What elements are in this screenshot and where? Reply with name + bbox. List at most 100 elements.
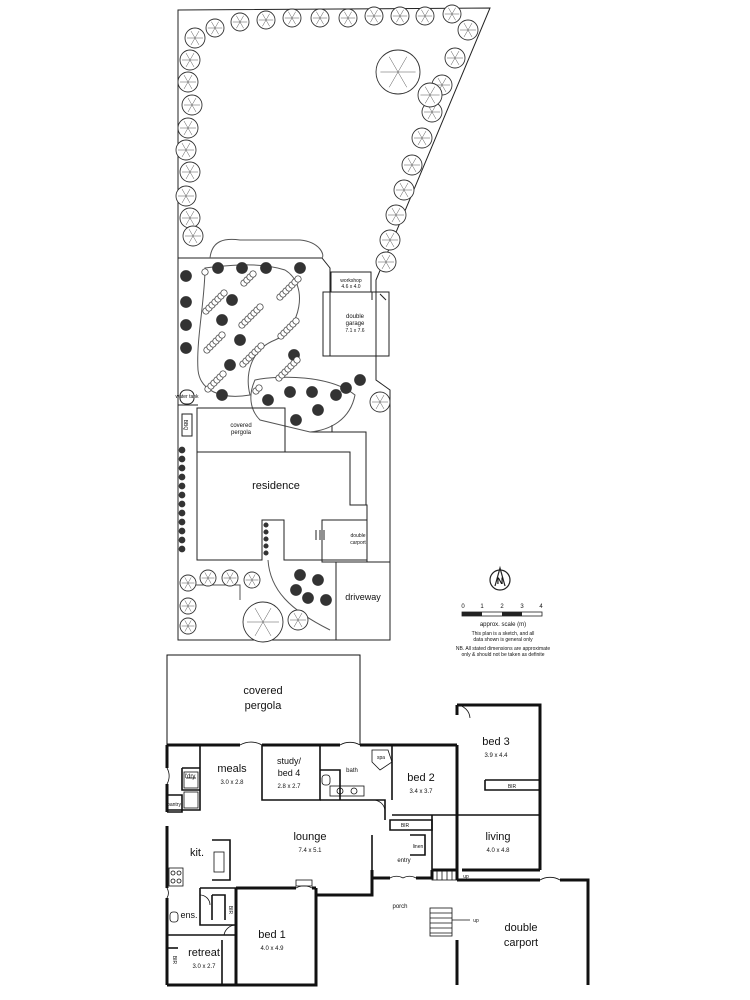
tree-icon xyxy=(310,8,330,28)
site-pergola-label-1: covered xyxy=(230,423,251,429)
garden-bed-outline xyxy=(197,264,300,397)
spa-icon xyxy=(371,749,393,771)
site-pergola-label-2: pergola xyxy=(231,430,252,436)
site-carport-label-2: carport xyxy=(350,540,366,546)
dark-shrub-icon xyxy=(178,536,186,544)
shrub-icon xyxy=(218,331,226,339)
spa-label: spa xyxy=(377,755,385,761)
shrub-icon xyxy=(294,275,302,283)
tree-icon xyxy=(379,229,401,251)
dark-shrub-icon xyxy=(284,386,296,398)
living-label: living xyxy=(485,831,510,843)
retreat-label: retreat xyxy=(188,947,220,959)
porch-steps xyxy=(429,907,470,937)
scale-tick-0: 0 xyxy=(461,604,465,610)
dark-shrub-icon xyxy=(178,473,186,481)
carport-label-1: double xyxy=(504,922,537,934)
shrub-icon xyxy=(201,268,209,276)
dark-shrub-icon xyxy=(263,529,269,535)
tree-icon xyxy=(338,8,358,28)
driveway-area xyxy=(335,561,391,641)
bed1-label: bed 1 xyxy=(258,929,286,941)
dark-shrub-icon xyxy=(290,414,302,426)
dark-shrub-icon xyxy=(262,394,274,406)
dark-shrub-icon xyxy=(320,594,332,606)
tree-icon xyxy=(179,207,201,229)
study-label-1: study/ xyxy=(277,756,302,766)
porch-label: porch xyxy=(392,904,407,910)
tree-icon xyxy=(457,19,479,41)
bed3-bir-label: BIR xyxy=(508,784,517,790)
dark-shrub-icon xyxy=(178,482,186,490)
tree-icon xyxy=(182,225,204,247)
lounge-label: lounge xyxy=(293,831,326,843)
dark-shrub-icon xyxy=(312,574,324,586)
dark-shrub-icon xyxy=(216,389,228,401)
shrub-icon xyxy=(220,289,228,297)
north-label: N xyxy=(497,576,504,586)
scale-tick-4: 4 xyxy=(539,604,543,610)
tree-icon xyxy=(177,117,199,139)
bed1-bir-label: BIR xyxy=(227,906,233,915)
tree-icon xyxy=(179,574,197,592)
dark-shrub-icon xyxy=(226,294,238,306)
dark-shrub-icon xyxy=(263,550,269,556)
dark-shrub-icon xyxy=(180,270,192,282)
site-garage-label-2: garage xyxy=(346,321,365,327)
dark-shrub-icon xyxy=(178,464,186,472)
dark-shrub-icon xyxy=(178,527,186,535)
water-tank-label: water tank xyxy=(175,394,199,400)
meals-label: meals xyxy=(217,763,247,775)
toilet-icon xyxy=(321,774,331,786)
scale-bar xyxy=(461,611,543,617)
retreat-bir-label: BIR xyxy=(171,956,177,965)
tree-icon xyxy=(221,569,239,587)
lounge-dims: 7.4 x 5.1 xyxy=(298,848,322,854)
entry-label: entry xyxy=(397,858,410,864)
ensuite-label: ens. xyxy=(180,910,197,920)
floor-plan xyxy=(165,654,590,987)
bed3-label: bed 3 xyxy=(482,736,510,748)
tree-icon xyxy=(181,94,203,116)
bed3-dims: 3.9 x 4.4 xyxy=(484,753,508,759)
dark-shrub-icon xyxy=(212,262,224,274)
linen-label: linen xyxy=(413,844,424,850)
tree-icon xyxy=(401,154,423,176)
pergola-label-1: covered xyxy=(243,685,282,697)
living-dims: 4.0 x 4.8 xyxy=(486,848,510,854)
residence-label: residence xyxy=(252,480,300,492)
tree-icon xyxy=(184,27,206,49)
dark-shrub-icon xyxy=(236,262,248,274)
tree-icon xyxy=(442,4,462,24)
dark-shrub-icon xyxy=(263,522,269,528)
site-labels: workshop 4.6 x 4.0 double garage 7.1 x 7… xyxy=(175,278,381,602)
site-garage-dims: 7.1 x 7.6 xyxy=(345,328,364,334)
floor-plan-labels: covered pergola meals 3.0 x 2.8 l'dry pa… xyxy=(167,685,538,970)
site-carport-label-1: double xyxy=(350,533,365,539)
tree-icon xyxy=(199,569,217,587)
entry-up-label: up xyxy=(463,874,469,880)
shrub-icon xyxy=(257,342,265,350)
tree-icon xyxy=(177,71,199,93)
note-line-2: data shown is general only xyxy=(473,637,533,643)
shrub-icon xyxy=(293,356,301,364)
retreat-dims: 3.0 x 2.7 xyxy=(192,964,216,970)
tree-icon xyxy=(415,6,435,26)
fixtures xyxy=(168,749,393,923)
tree-icon xyxy=(444,47,466,69)
tree-icon xyxy=(375,49,421,95)
shrub-icon xyxy=(292,317,300,325)
dark-shrub-icon xyxy=(178,545,186,553)
dark-shrub-icon xyxy=(178,509,186,517)
tree-icon xyxy=(243,571,261,589)
tree-icon xyxy=(205,18,225,38)
tree-icon xyxy=(175,139,197,161)
dark-shrub-icon xyxy=(260,262,272,274)
study-label-2: bed 4 xyxy=(278,768,301,778)
meals-dims: 3.0 x 2.8 xyxy=(220,780,244,786)
carport-label-2: carport xyxy=(504,937,538,949)
tree-icon xyxy=(282,8,302,28)
tree-icon xyxy=(175,185,197,207)
kitchen-label: kit. xyxy=(190,847,204,859)
